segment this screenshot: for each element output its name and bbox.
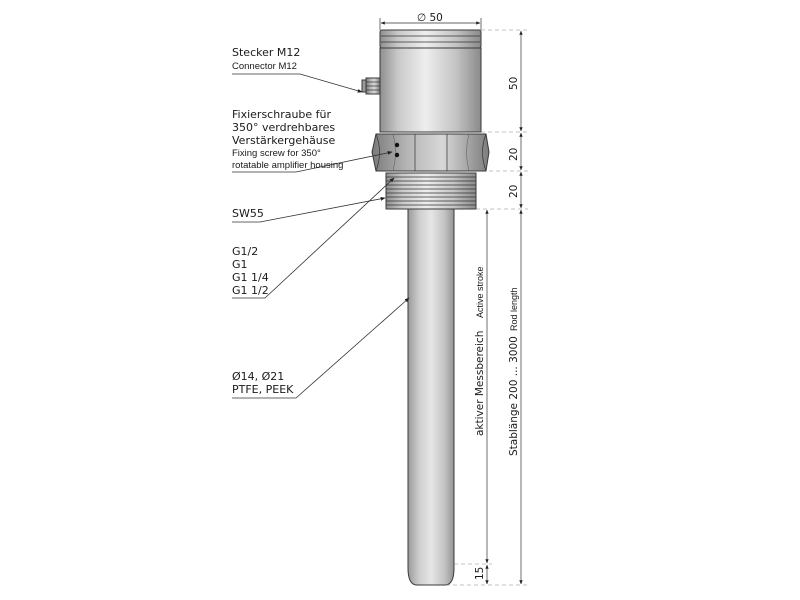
dim-20-nut: 20	[508, 148, 520, 161]
dim-20-thread: 20	[508, 185, 520, 198]
active-stroke-de: aktiver Messbereich	[474, 331, 486, 436]
rod-diameter-label: Ø14, Ø21	[232, 370, 284, 383]
rod-length-en: Rod length	[509, 287, 519, 331]
fixing-screw-label-de-2: 350° verdrehbares	[232, 121, 335, 134]
thread-label-3: G1 1/4	[232, 271, 269, 284]
fixing-screw-label-de-3: Verstärkergehäuse	[232, 134, 336, 147]
fixing-screw-label-de-1: Fixierschraube für	[232, 108, 332, 121]
rod-material-label: PTFE, PEEK	[232, 383, 294, 396]
connector-label-en: Connector M12	[232, 61, 297, 72]
m12-connector	[361, 77, 381, 95]
dim-15: 15	[474, 567, 486, 580]
thread-label-4: G1 1/2	[232, 284, 269, 297]
wrench-size-label: SW55	[232, 207, 264, 220]
housing-cap	[379, 29, 482, 49]
connector-label-de: Stecker M12	[232, 46, 300, 59]
fixing-screw-label-en-1: Fixing screw for 350°	[232, 148, 321, 159]
fixing-screw-label-en-2: rotatable amplifier housing	[232, 160, 343, 171]
fixing-screw-hole	[394, 142, 400, 148]
rod-length-de: Stablänge 200 ... 3000	[508, 336, 520, 456]
thread-label-2: G1	[232, 258, 248, 271]
callout-leaders	[232, 73, 410, 399]
fixing-screw-hole	[394, 152, 400, 158]
hex-nut	[371, 133, 490, 172]
sensor-device	[361, 29, 490, 586]
amplifier-housing	[379, 47, 482, 133]
process-thread	[385, 172, 477, 210]
dimension-lines	[379, 18, 528, 586]
thread-label-1: G1/2	[232, 245, 258, 258]
dim-50: 50	[508, 77, 520, 90]
sensor-rod	[407, 208, 455, 586]
diameter-label: ∅ 50	[417, 12, 443, 24]
active-stroke-en: Active stroke	[475, 266, 485, 318]
